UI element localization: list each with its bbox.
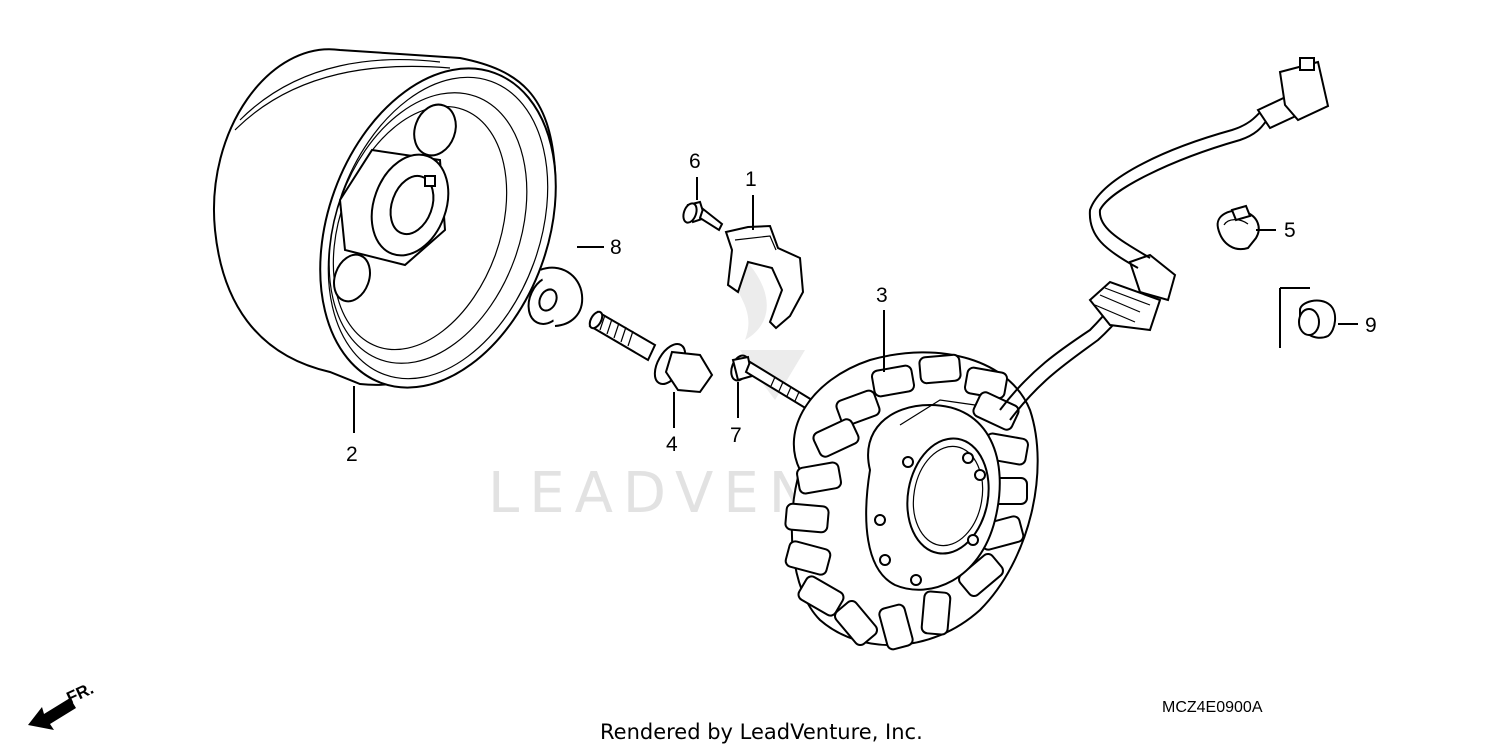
band-clip[interactable] (1216, 204, 1260, 250)
stator-assembly[interactable] (784, 57, 1330, 651)
callout-6[interactable]: 6 (689, 150, 701, 173)
callout-4[interactable]: 4 (666, 433, 678, 456)
long-bolt-7[interactable] (728, 353, 814, 411)
callout-9[interactable]: 9 (1365, 314, 1377, 337)
front-direction-arrow-icon (28, 698, 76, 730)
grommet[interactable] (1279, 287, 1336, 348)
flange-bolt[interactable] (587, 310, 714, 394)
callout-8[interactable]: 8 (610, 236, 622, 259)
stator-poles (784, 353, 1029, 651)
front-direction-indicator: FR. (28, 679, 97, 730)
small-bolt-6[interactable] (681, 200, 724, 232)
washer[interactable] (521, 266, 584, 331)
callout-3[interactable]: 3 (876, 284, 888, 307)
callout-5[interactable]: 5 (1284, 219, 1296, 242)
flywheel-rotor[interactable] (212, 35, 598, 420)
clamp-bracket[interactable] (724, 224, 805, 330)
callout-2[interactable]: 2 (346, 443, 358, 466)
footer-credit: Rendered by LeadVenture, Inc. (600, 720, 923, 744)
callout-7[interactable]: 7 (730, 424, 742, 447)
callout-1[interactable]: 1 (745, 168, 757, 191)
leader-lines (353, 177, 1358, 433)
diagram-code: MCZ4E0900A (1162, 699, 1263, 716)
callouts: 1 2 3 4 5 6 7 8 9 (346, 150, 1377, 466)
